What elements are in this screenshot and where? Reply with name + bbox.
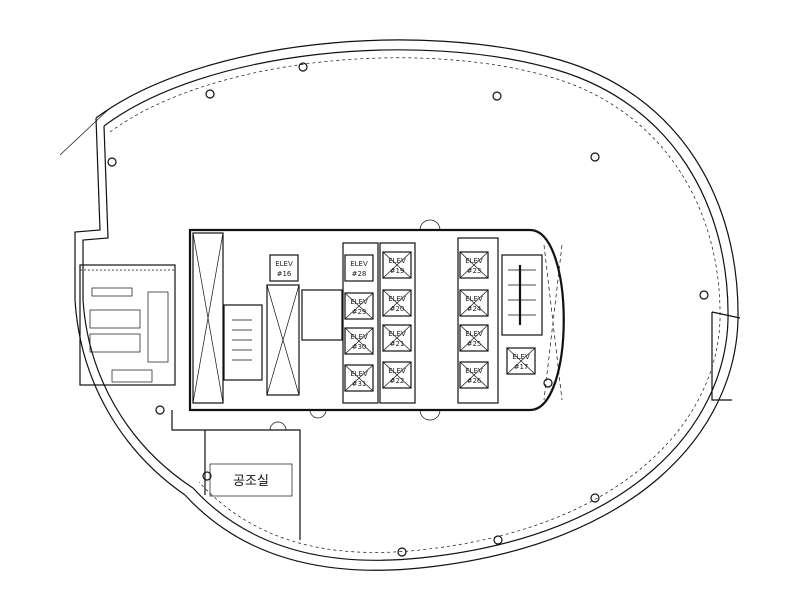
- elevator-label: ELEV: [465, 367, 483, 375]
- elevator-30: ELEV #30: [344, 327, 374, 355]
- elevator-label: #17: [514, 363, 529, 371]
- elevator-29: ELEV #29: [344, 292, 374, 320]
- elevator-label: #20: [390, 305, 405, 313]
- elevator-label: #22: [390, 377, 405, 385]
- elevator-31: ELEV #31: [344, 364, 374, 392]
- elevator-22: ELEV #22: [382, 361, 412, 389]
- elevator-cars: ELEV#16ELEV#28ELEV#29ELEV#30ELEV#31ELEV#…: [269, 251, 536, 392]
- elevator-label: ELEV: [350, 260, 368, 268]
- elevator-label: #30: [352, 343, 367, 351]
- elevator-20: ELEV #20: [382, 289, 412, 317]
- elevator-label: #28: [352, 270, 367, 278]
- elevator-24: ELEV #24: [459, 289, 489, 317]
- elevator-label: ELEV: [388, 257, 406, 265]
- elevator-label: #19: [390, 267, 405, 275]
- elevator-label: ELEV: [465, 257, 483, 265]
- elevator-23: ELEV #23: [459, 251, 489, 279]
- elevator-21: ELEV #21: [382, 324, 412, 352]
- restroom-area: [79, 264, 176, 386]
- room-label-air-handling: 공조실: [233, 474, 269, 489]
- elevator-28: ELEV #28: [344, 254, 374, 282]
- elevator-label: ELEV: [512, 353, 530, 361]
- elevator-label: #25: [467, 340, 482, 348]
- elevator-label: #21: [390, 340, 405, 348]
- elevator-label: ELEV: [275, 260, 293, 268]
- columns: [107, 62, 709, 557]
- elevator-label: ELEV: [350, 333, 368, 341]
- elevator-label: #31: [352, 380, 367, 388]
- elevator-17: ELEV #17: [506, 347, 536, 375]
- elevator-25: ELEV #25: [459, 324, 489, 352]
- elevator-label: ELEV: [350, 298, 368, 306]
- elevator-label: ELEV: [465, 330, 483, 338]
- elevator-label: ELEV: [465, 295, 483, 303]
- elevator-label: ELEV: [388, 330, 406, 338]
- elevator-19: ELEV #19: [382, 251, 412, 279]
- building-core: [188, 219, 565, 431]
- elevator-16: ELEV #16: [269, 254, 299, 282]
- air-handling-room: 공조실: [171, 410, 301, 540]
- elevator-label: #16: [277, 270, 292, 278]
- elevator-label: #23: [467, 267, 482, 275]
- elevator-label: #29: [352, 308, 367, 316]
- elevator-label: #26: [467, 377, 482, 385]
- elevator-label: #24: [467, 305, 482, 313]
- elevator-26: ELEV #26: [459, 361, 489, 389]
- outer-wall: [59, 39, 741, 571]
- elevator-label: ELEV: [388, 367, 406, 375]
- elevator-label: ELEV: [388, 295, 406, 303]
- elevator-label: ELEV: [350, 370, 368, 378]
